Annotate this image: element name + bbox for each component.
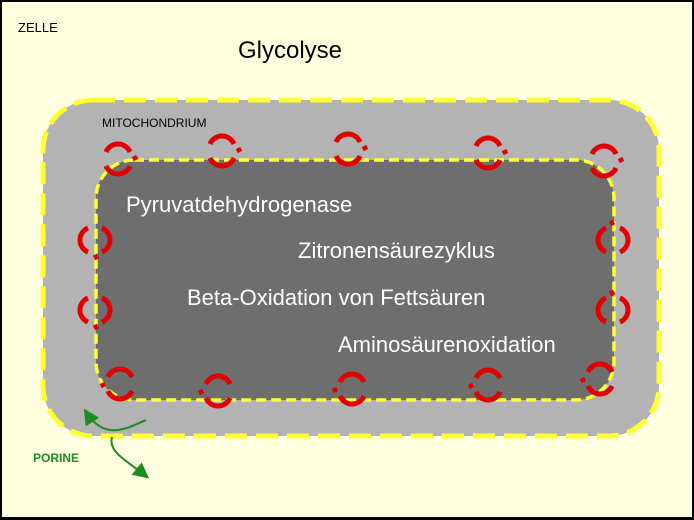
channel-protein	[197, 373, 233, 409]
process-pyruvate-dehydrogenase: Pyruvatdehydrogenase	[126, 192, 352, 217]
channel-protein	[579, 361, 615, 397]
channel-protein	[207, 133, 243, 169]
channel-protein	[99, 366, 135, 402]
channel-protein	[333, 131, 369, 167]
channel-protein	[595, 289, 631, 325]
channel-protein	[77, 225, 113, 261]
channel-protein	[103, 141, 139, 177]
channel-protein	[467, 367, 503, 403]
mitochondrion-label: MITOCHONDRIUM	[102, 116, 206, 130]
outer-membrane	[40, 97, 662, 439]
membrane-channels	[77, 131, 631, 409]
channel-protein	[589, 143, 625, 179]
channel-protein	[595, 219, 631, 255]
process-citric-acid-cycle: Zitronensäurezyklus	[298, 238, 495, 263]
porin-arrow-inward	[83, 408, 147, 432]
process-beta-oxidation: Beta-Oxidation von Fettsäuren	[187, 285, 485, 310]
porin-label: PORINE	[33, 451, 79, 465]
inner-membrane	[94, 158, 616, 402]
channel-protein	[473, 135, 509, 171]
porin-arrow-outward	[110, 436, 150, 479]
cell-label: ZELLE	[18, 20, 58, 35]
glycolysis-label: Glycolyse	[238, 37, 342, 64]
mitochondrial-matrix	[96, 160, 614, 400]
channel-protein	[77, 295, 113, 331]
process-amino-acid-oxidation: Aminosäurenoxidation	[338, 332, 556, 357]
channel-protein	[331, 371, 367, 407]
